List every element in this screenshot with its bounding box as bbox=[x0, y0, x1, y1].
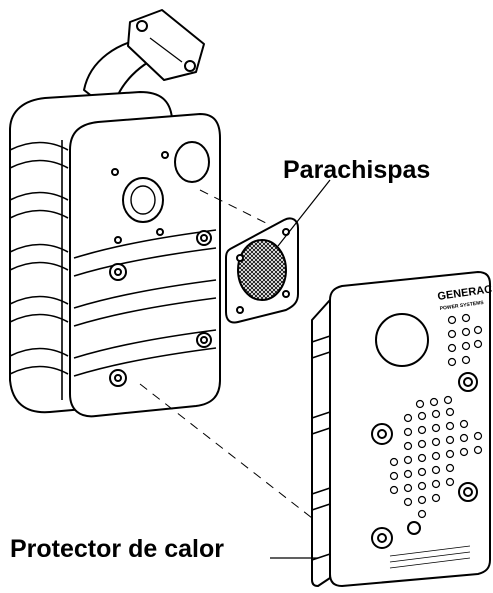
inlet-port bbox=[174, 141, 210, 183]
label-spark-arrestor: Parachispas bbox=[283, 156, 430, 184]
muffler-front-plate bbox=[69, 113, 221, 418]
mounting-bolts bbox=[109, 230, 212, 387]
warning-badge-icon bbox=[407, 521, 421, 535]
heat-shield-opening bbox=[375, 313, 429, 367]
heat-shield-bolts bbox=[371, 372, 478, 549]
heat-shield bbox=[311, 271, 491, 587]
ventilation-holes bbox=[389, 313, 483, 519]
spark-arrestor-leader bbox=[277, 179, 331, 247]
alignment-lines bbox=[139, 189, 331, 533]
label-heat-shield: Protector de calor bbox=[10, 535, 224, 563]
muffler-ribs bbox=[9, 141, 69, 375]
muffler bbox=[9, 9, 221, 418]
spark-arrestor-screen bbox=[225, 217, 299, 324]
